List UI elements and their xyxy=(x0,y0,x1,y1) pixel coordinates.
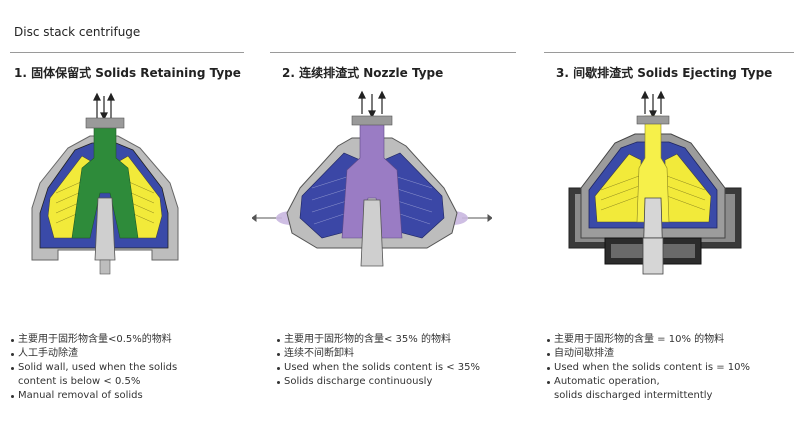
solids-ejecting-centrifuge-diagram xyxy=(568,90,742,275)
notes-nozzle: 主要用于固形物的含量< 35% 的物料 连续不间断卸料 Used when th… xyxy=(276,333,480,389)
feed-core xyxy=(636,115,670,223)
type-heading-solids-retaining: 1. 固体保留式 Solids Retaining Type xyxy=(14,66,241,80)
note: 人工手动除渣 xyxy=(10,347,177,361)
title-rule xyxy=(10,52,244,53)
top-cap xyxy=(85,117,125,129)
spindle xyxy=(94,197,116,261)
top-cap xyxy=(351,115,393,126)
note: 主要用于固形物的含量< 35% 的物料 xyxy=(276,333,480,347)
note: 自动间歇排渣 xyxy=(546,347,750,361)
note: solids discharged intermittently xyxy=(554,390,713,401)
title-rule xyxy=(544,52,794,53)
spindle xyxy=(360,199,384,267)
nozzle-centrifuge-diagram xyxy=(252,90,492,267)
note: Solids discharge continuously xyxy=(276,375,480,389)
note: Manual removal of solids xyxy=(10,389,177,403)
page-title: Disc stack centrifuge xyxy=(14,25,141,39)
notes-solids-ejecting: 主要用于固形物的含量 = 10% 的物料 自动间歇排渣 Used when th… xyxy=(546,333,750,403)
note: Used when the solids content is < 35% xyxy=(276,361,480,375)
note: Solid wall, used when the solids xyxy=(10,361,177,375)
notes-solids-retaining: 主要用于固形物含量<0.5%的物料 人工手动除渣 Solid wall, use… xyxy=(10,333,177,403)
flow-arrows-icon xyxy=(93,92,115,121)
type-heading-nozzle: 2. 连续排渣式 Nozzle Type xyxy=(282,66,444,80)
top-cap xyxy=(636,115,670,125)
flow-arrows-icon xyxy=(358,90,386,119)
type-heading-solids-ejecting: 3. 间歇排渣式 Solids Ejecting Type xyxy=(556,66,773,80)
feed-core xyxy=(341,117,403,239)
note: 主要用于固形物的含量 = 10% 的物料 xyxy=(546,333,750,347)
solids-retaining-centrifuge-diagram xyxy=(31,92,179,275)
note: Automatic operation, xyxy=(546,375,750,389)
note: 主要用于固形物含量<0.5%的物料 xyxy=(10,333,177,347)
title-rule xyxy=(270,52,516,53)
note: content is below < 0.5% xyxy=(18,376,141,387)
note: Used when the solids content is = 10% xyxy=(546,361,750,375)
note: 连续不间断卸料 xyxy=(276,347,480,361)
flow-arrows-icon xyxy=(641,90,665,119)
feed-core xyxy=(71,119,139,239)
